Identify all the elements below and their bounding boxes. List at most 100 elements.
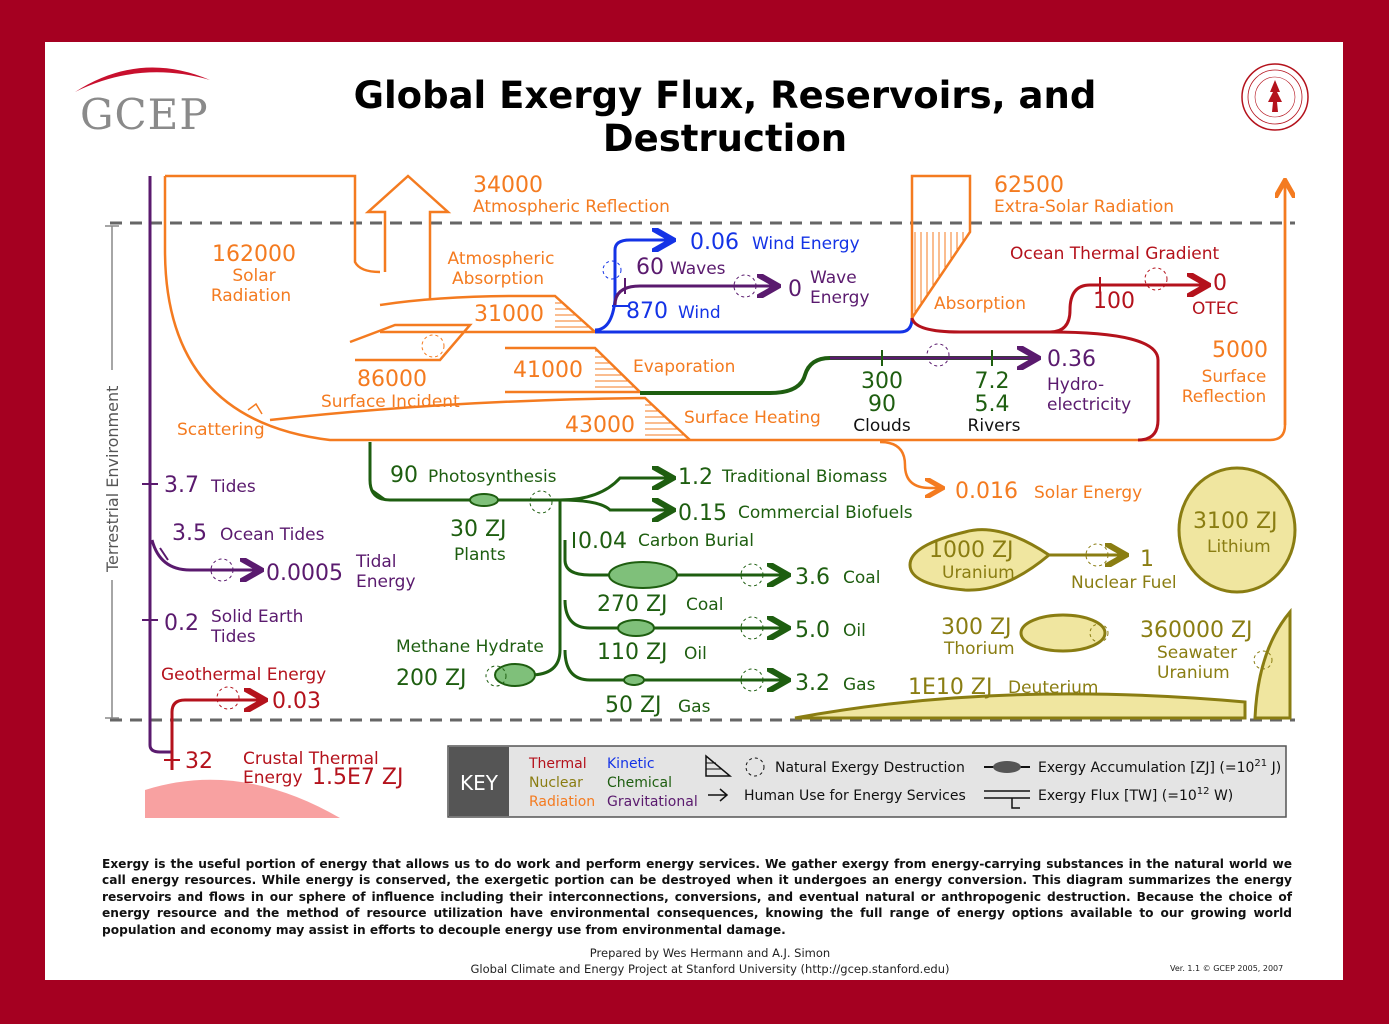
version-label: Ver. 1.1 © GCEP 2005, 2007 — [1170, 964, 1284, 973]
solar-radiation-label-2: Radiation — [211, 286, 291, 306]
stanford-seal-icon — [1241, 63, 1309, 131]
photosynthesis-value: 90 — [390, 463, 418, 488]
page-title: Global Exergy Flux, Reservoirs, and Dest… — [353, 74, 1097, 160]
terrestrial-environment-label: Terrestrial Environment — [103, 386, 122, 573]
otg-label: Ocean Thermal Gradient — [1010, 244, 1220, 264]
extra-solar-value: 62500 — [994, 173, 1064, 198]
ocean-tides-value: 3.5 — [172, 521, 207, 546]
wind-value: 870 — [626, 299, 668, 324]
uranium-value: 1000 ZJ — [929, 538, 1014, 563]
surface-heating-label: Surface Heating — [684, 408, 821, 428]
deuterium-value: 1E10 ZJ — [908, 675, 992, 700]
key-accumulation: Exergy Accumulation [ZJ] (=1021 J) — [1038, 758, 1281, 776]
gas-reservoir-label: Gas — [678, 697, 711, 717]
nuclear-fuel-value: 1 — [1140, 547, 1154, 572]
wave-energy-value: 0 — [788, 277, 802, 302]
coal-reservoir: 270 ZJ — [597, 592, 668, 617]
seawater-label-1: Seawater — [1157, 643, 1237, 663]
atm-reflection-value: 34000 — [473, 173, 543, 198]
wind-energy-value: 0.06 — [690, 230, 739, 255]
clouds-value-2: 90 — [868, 392, 896, 417]
wave-energy-label-2: Energy — [810, 288, 870, 308]
key-destruction: Natural Exergy Destruction — [775, 760, 965, 776]
wave-energy-label-1: Wave — [810, 268, 857, 288]
prepared-by: Prepared by Wes Hermann and A.J. Simon — [589, 946, 831, 960]
evaporation-label: Evaporation — [633, 357, 735, 377]
surface-heating-value: 43000 — [565, 413, 635, 438]
clouds-label: Clouds — [853, 416, 911, 436]
geothermal-label: Geothermal Energy — [161, 665, 326, 685]
solar-energy-label: Solar Energy — [1034, 483, 1142, 503]
otec-value: 0 — [1213, 271, 1227, 296]
coal-label: Coal — [843, 568, 880, 588]
solar-radiation-value: 162000 — [212, 242, 296, 267]
surface-reflection-label-1: Surface — [1202, 367, 1267, 387]
atm-absorption-label-1: Atmospheric — [448, 249, 555, 269]
waves-value: 60 — [636, 255, 664, 280]
human-use-arrow-icon — [708, 788, 729, 802]
waves-label: Waves — [670, 259, 726, 279]
trad-biomass-label: Traditional Biomass — [721, 467, 888, 487]
key-flux: Exergy Flux [TW] (=1012 W) — [1038, 786, 1233, 804]
methane-reservoir: 200 ZJ — [396, 666, 467, 691]
thorium-value: 300 ZJ — [941, 615, 1012, 640]
solid-earth-label-1: Solid Earth — [211, 607, 303, 627]
trad-biomass-value: 1.2 — [678, 465, 713, 490]
plants-label: Plants — [454, 545, 506, 565]
extra-solar-label: Extra-Solar Radiation — [994, 197, 1174, 217]
key-gravitational: Gravitational — [607, 794, 698, 810]
atm-absorption-label-2: Absorption — [452, 269, 544, 289]
project-credit: Global Climate and Energy Project at Sta… — [470, 962, 950, 976]
crustal-reservoir: 1.5E7 ZJ — [312, 765, 403, 790]
seawater-uranium-reservoir — [1253, 607, 1292, 720]
comm-biofuels-value: 0.15 — [678, 501, 727, 526]
thorium-label: Thorium — [943, 639, 1015, 659]
destruction-wedge-icon — [705, 754, 733, 777]
lithium-reservoir — [1177, 466, 1297, 594]
key-radiation: Radiation — [529, 794, 595, 810]
seawater-label-2: Uranium — [1157, 663, 1230, 683]
surface-incident-value: 86000 — [357, 367, 427, 392]
clouds-value-1: 300 — [861, 369, 903, 394]
description-paragraph: Exergy is the useful portion of energy t… — [102, 857, 1292, 937]
solid-earth-value: 0.2 — [164, 611, 199, 636]
flux-icon — [984, 790, 1030, 809]
oil-reservoir: 110 ZJ — [597, 640, 668, 665]
solid-earth-label-2: Tides — [210, 627, 256, 647]
solar-radiation-label-1: Solar — [232, 266, 275, 286]
poster-sheet — [45, 42, 1343, 980]
crustal-thermal-reservoir — [145, 779, 340, 818]
uranium-reservoir — [908, 528, 1052, 592]
absorption-label: Absorption — [934, 294, 1026, 314]
gas-label: Gas — [843, 675, 876, 695]
key-thermal: Thermal — [528, 756, 587, 772]
nuclear-fuel-label: Nuclear Fuel — [1071, 573, 1177, 593]
accumulation-icon — [984, 761, 1030, 773]
otec-label: OTEC — [1192, 299, 1238, 319]
tidal-energy-label-1: Tidal — [355, 552, 397, 572]
tidal-energy-value: 0.0005 — [266, 561, 343, 586]
atm-absorption-value: 31000 — [474, 302, 544, 327]
comm-biofuels-label: Commercial Biofuels — [738, 503, 913, 523]
crustal-label-2: Energy — [243, 768, 303, 788]
plants-value: 30 ZJ — [450, 517, 507, 542]
geothermal-value: 0.03 — [272, 689, 321, 714]
ocean-tides-label: Ocean Tides — [220, 525, 325, 545]
crustal-label-1: Crustal Thermal — [243, 749, 379, 769]
carbon-burial-value: 0.04 — [578, 529, 627, 554]
atm-reflection-label: Atmospheric Reflection — [473, 197, 670, 217]
thorium-reservoir — [1019, 613, 1107, 653]
hydro-value: 0.36 — [1047, 347, 1096, 372]
carbon-burial-label: Carbon Burial — [638, 531, 754, 551]
key-title: KEY — [460, 771, 499, 795]
gcep-logo: GCEP — [80, 90, 209, 139]
seawater-value: 360000 ZJ — [1140, 618, 1253, 643]
tides-value: 3.7 — [164, 473, 199, 498]
hydro-label-2: electricity — [1047, 395, 1131, 415]
coal-reservoir-label: Coal — [686, 595, 723, 615]
tides-label: Tides — [210, 477, 256, 497]
surface-reflection-value: 5000 — [1212, 338, 1268, 363]
rivers-label: Rivers — [968, 416, 1021, 436]
key-kinetic: Kinetic — [607, 756, 655, 772]
